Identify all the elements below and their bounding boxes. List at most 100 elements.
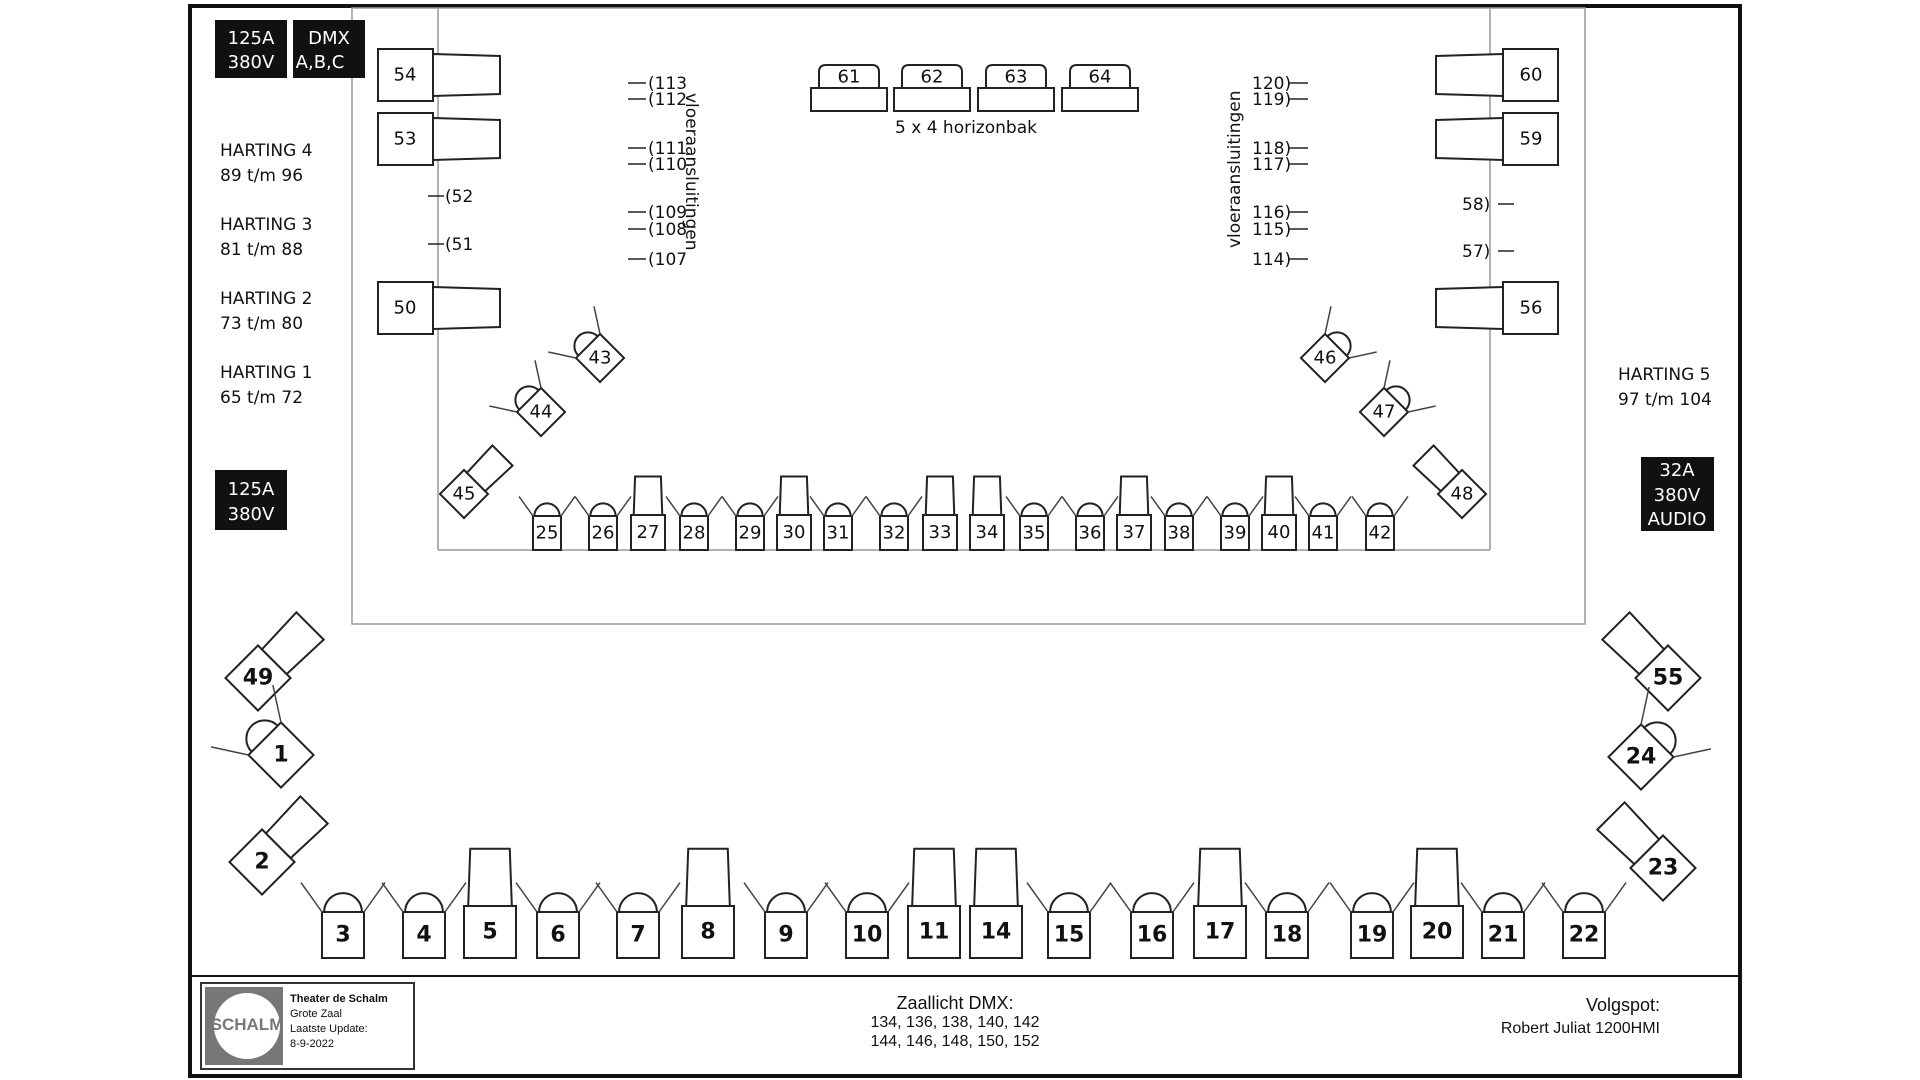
stage-spot-54: 54 [377, 48, 501, 102]
svg-text:23: 23 [1648, 856, 1679, 881]
svg-text:4: 4 [416, 923, 431, 948]
followspot-info: Volgspot: Robert Juliat 1200HMI [1500, 995, 1660, 1038]
svg-text:114): 114) [1252, 250, 1291, 270]
house-light-dmx: Zaallicht DMX: 134, 136, 138, 140, 142 1… [870, 993, 1040, 1051]
stage-fixture-35: 35 [1005, 495, 1063, 551]
svg-text:20: 20 [1422, 920, 1453, 945]
theater-info-box: SCHALM Theater de Schalm Grote Zaal Laat… [200, 982, 415, 1070]
svg-text:15: 15 [1054, 923, 1085, 948]
svg-text:44: 44 [530, 402, 553, 423]
hall-fixture-22: 22 [1541, 882, 1627, 959]
stage-fixture-44: 44 [489, 360, 567, 438]
svg-text:17: 17 [1205, 920, 1236, 945]
schalm-logo: SCHALM [205, 987, 283, 1065]
svg-text:16: 16 [1137, 923, 1168, 948]
svg-text:116): 116) [1252, 203, 1291, 223]
svg-text:58): 58) [1462, 195, 1490, 215]
svg-text:(108: (108 [648, 220, 687, 240]
floor-conn-108: (108 [628, 220, 687, 240]
hall-fixture-4: 4 [381, 882, 467, 959]
floor-conn-114: 114) [1252, 250, 1308, 270]
hall-name: Grote Zaal [290, 1008, 342, 1020]
svg-text:63: 63 [1005, 67, 1028, 88]
stage-fixture-29: 29 [721, 495, 779, 551]
svg-text:7: 7 [630, 923, 645, 948]
stage-spot-60: 60 [1435, 48, 1559, 102]
side-hook-52: (52 [428, 187, 473, 207]
svg-text:125A: 125A [228, 479, 275, 500]
svg-text:(110: (110 [648, 155, 687, 175]
horizon-unit-61: 61 [810, 64, 888, 112]
stage-fixture-42: 42 [1351, 495, 1409, 551]
stage-spot-53: 53 [377, 112, 501, 166]
svg-text:39: 39 [1224, 523, 1247, 544]
svg-text:32: 32 [883, 523, 906, 544]
stage-fixture-40: 40 [1261, 475, 1297, 551]
svg-text:18: 18 [1272, 923, 1303, 948]
svg-text:(112: (112 [648, 90, 687, 110]
hall-fixture-18: 18 [1244, 882, 1330, 959]
floor-conn-119: 119) [1252, 90, 1308, 110]
stage-spot-59: 59 [1435, 112, 1559, 166]
stage-fixture-37: 37 [1116, 475, 1152, 551]
svg-text:(52: (52 [445, 187, 473, 207]
power-box-125a-top: 125A 380V [215, 20, 287, 78]
svg-text:53: 53 [394, 129, 417, 150]
svg-text:89 t/m 96: 89 t/m 96 [220, 166, 303, 186]
power-box-audio: 32A 380V AUDIO [1641, 457, 1714, 531]
stage-fixture-39: 39 [1206, 495, 1264, 551]
svg-text:42: 42 [1369, 523, 1392, 544]
svg-text:119): 119) [1252, 90, 1291, 110]
hall-fixture-55: 55 [1600, 610, 1702, 712]
hall-fixture-24: 24 [1607, 686, 1712, 791]
svg-text:118): 118) [1252, 139, 1291, 159]
svg-text:22: 22 [1569, 923, 1600, 948]
horizon-unit-64: 64 [1061, 64, 1139, 112]
floor-conn-117: 117) [1252, 155, 1308, 175]
svg-text:(107: (107 [648, 250, 687, 270]
floor-conn-113: (113 [628, 74, 687, 94]
svg-text:25: 25 [536, 523, 559, 544]
horizon-label: 5 x 4 horizonbak [895, 118, 1037, 138]
svg-text:59: 59 [1520, 129, 1543, 150]
svg-text:40: 40 [1268, 522, 1291, 543]
floor-conn-110: (110 [628, 155, 687, 175]
svg-text:5: 5 [482, 920, 497, 945]
svg-text:2: 2 [254, 850, 269, 875]
svg-text:30: 30 [783, 522, 806, 543]
stage-area [351, 7, 1586, 625]
stage-fixture-38: 38 [1150, 495, 1208, 551]
hall-fixture-1: 1 [210, 684, 315, 789]
stage-fixture-46: 46 [1299, 306, 1377, 384]
floor-conn-107: (107 [628, 250, 687, 270]
horizon-unit-62: 62 [893, 64, 971, 112]
svg-text:54: 54 [394, 65, 417, 86]
svg-text:115): 115) [1252, 220, 1291, 240]
svg-text:10: 10 [852, 923, 883, 948]
stage-spot-56: 56 [1435, 281, 1559, 335]
hall-fixture-49: 49 [224, 610, 326, 712]
floor-conn-115: 115) [1252, 220, 1308, 240]
svg-text:380V: 380V [228, 504, 275, 525]
outer-frame [188, 4, 1742, 1078]
hall-fixture-23: 23 [1595, 800, 1697, 902]
svg-text:380V: 380V [228, 52, 275, 73]
svg-text:50: 50 [394, 298, 417, 319]
svg-text:73 t/m 80: 73 t/m 80 [220, 314, 303, 334]
svg-text:37: 37 [1123, 522, 1146, 543]
stage-fixture-30: 30 [776, 475, 812, 551]
update-date: 8-9-2022 [290, 1038, 335, 1050]
stage-side-spots: 54 53 50 60 59 56 [377, 48, 1559, 335]
svg-text:A,B,C: A,B,C [296, 52, 345, 73]
floor-conn-118: 118) [1252, 139, 1308, 159]
svg-text:AUDIO: AUDIO [1648, 509, 1707, 530]
harting-4: HARTING 4 89 t/m 96 [220, 141, 313, 186]
hall-fixture-8: 8 [681, 847, 735, 959]
svg-text:1: 1 [273, 743, 288, 768]
svg-text:24: 24 [1626, 745, 1657, 770]
svg-text:32A: 32A [1659, 460, 1695, 481]
svg-text:55: 55 [1653, 666, 1684, 691]
